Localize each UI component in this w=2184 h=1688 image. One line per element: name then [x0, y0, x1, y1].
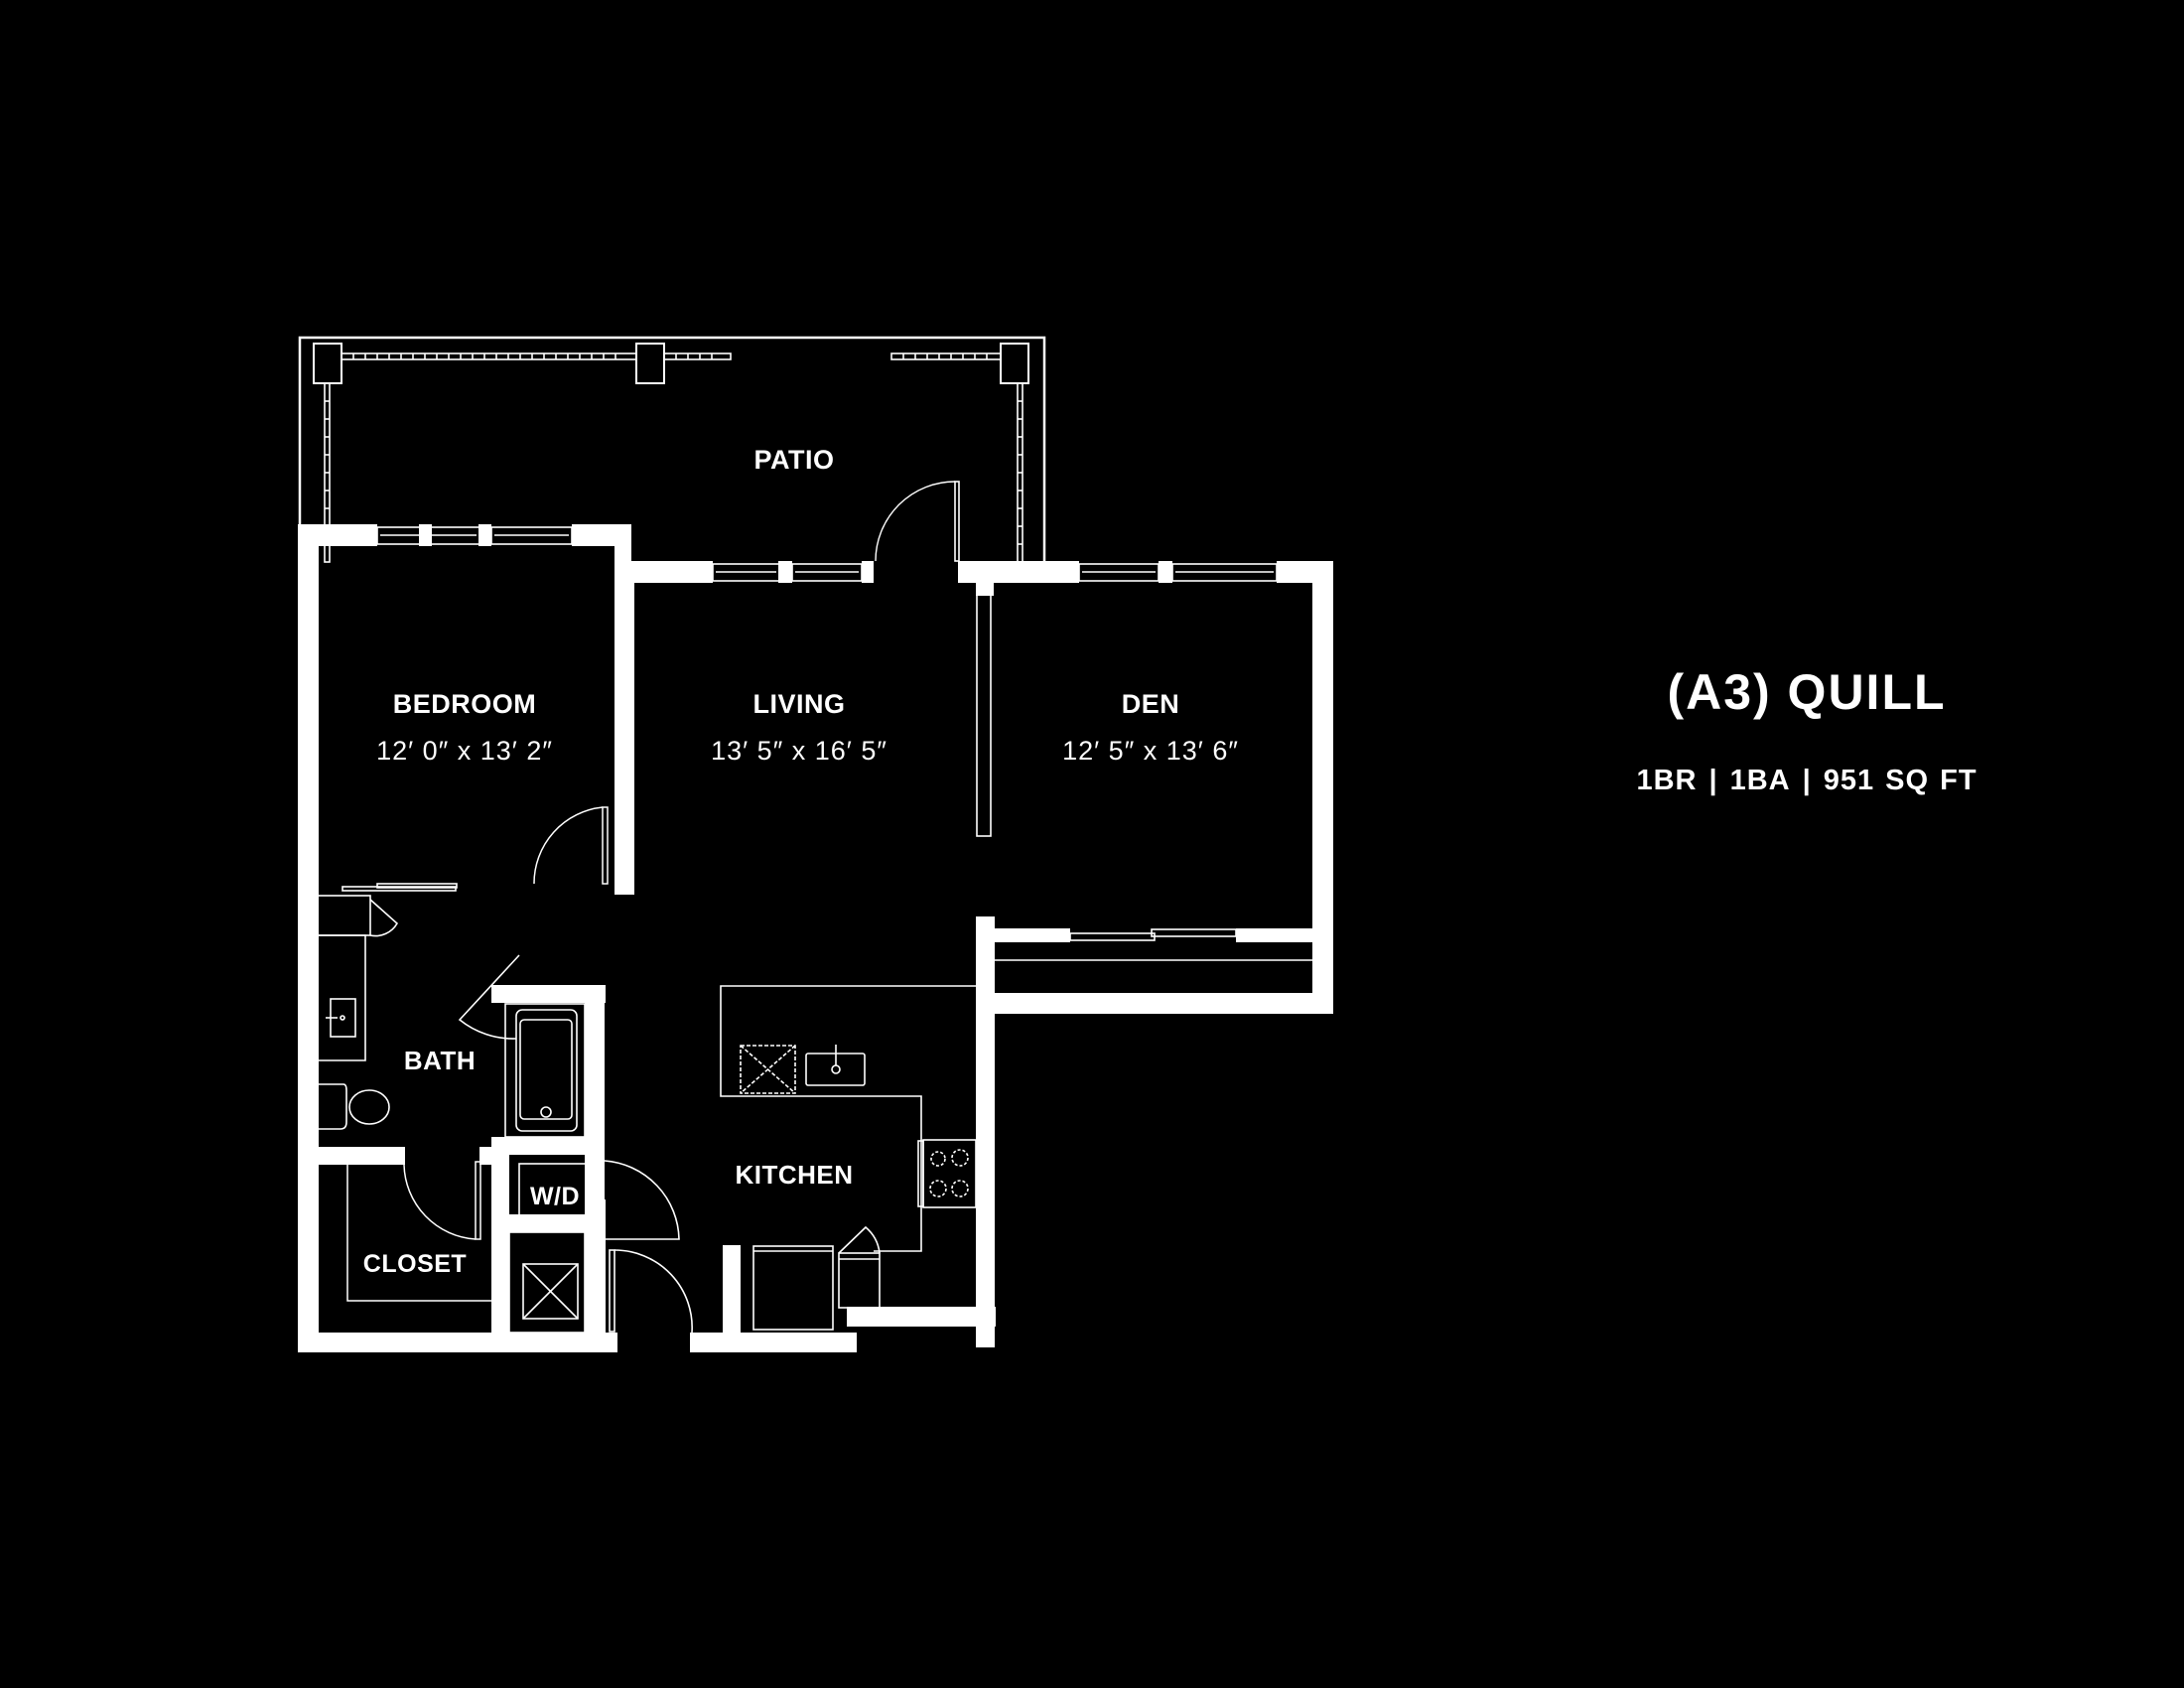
kitchen-fixtures — [720, 985, 977, 1331]
laundry-fixtures — [508, 1160, 693, 1334]
room-label-closet: CLOSET — [363, 1250, 467, 1278]
spec-separator: | — [1708, 765, 1718, 796]
unit-title: (A3) QUILL — [1667, 664, 1947, 720]
pantry — [838, 1252, 881, 1309]
patio — [298, 336, 1046, 563]
closet-fixtures — [346, 1161, 491, 1302]
patio-railing — [341, 352, 1002, 360]
dishwasher — [740, 1045, 796, 1094]
square-footage: 951 SQ FT — [1823, 765, 1978, 796]
room-label-den: DEN — [1122, 689, 1180, 719]
patio-door-leaf — [954, 481, 960, 562]
bathtub — [504, 1003, 586, 1138]
room-label-kitchen: KITCHEN — [735, 1160, 853, 1190]
room-label-laundry: W/D — [530, 1183, 580, 1210]
mechanical-closet — [522, 1263, 579, 1320]
patio-post — [1000, 343, 1029, 384]
room-dimensions-bedroom: 12′ 0″ x 13′ 2″ — [376, 736, 553, 766]
windows — [376, 526, 1312, 961]
spec-separator: | — [1802, 765, 1812, 796]
room-label-bath: BATH — [404, 1046, 476, 1075]
patio-outline — [298, 336, 1046, 562]
room-label-living: LIVING — [752, 689, 845, 719]
patio-door-swing — [875, 481, 956, 562]
patio-post — [635, 343, 665, 384]
room-dimensions-living: 13′ 5″ x 16′ 5″ — [711, 736, 887, 766]
den-partition — [976, 591, 992, 837]
toilet — [318, 1083, 347, 1130]
patio-railing-ticks — [352, 353, 988, 359]
toilet-bowl — [348, 1089, 390, 1125]
unit-specs: 1BR | 1BA | 951 SQ FT — [1549, 767, 2065, 795]
room-label-patio: PATIO — [754, 445, 835, 475]
room-label-bedroom: BEDROOM — [393, 689, 537, 719]
refrigerator — [752, 1245, 834, 1331]
bath-fixtures — [317, 883, 586, 1138]
walls — [298, 524, 1333, 1352]
bedroom-door — [533, 806, 609, 885]
bathroom-count: 1BA — [1729, 765, 1791, 796]
bedroom-count: 1BR — [1636, 765, 1698, 796]
room-dimensions-den: 12′ 5″ x 13′ 6″ — [1062, 736, 1239, 766]
